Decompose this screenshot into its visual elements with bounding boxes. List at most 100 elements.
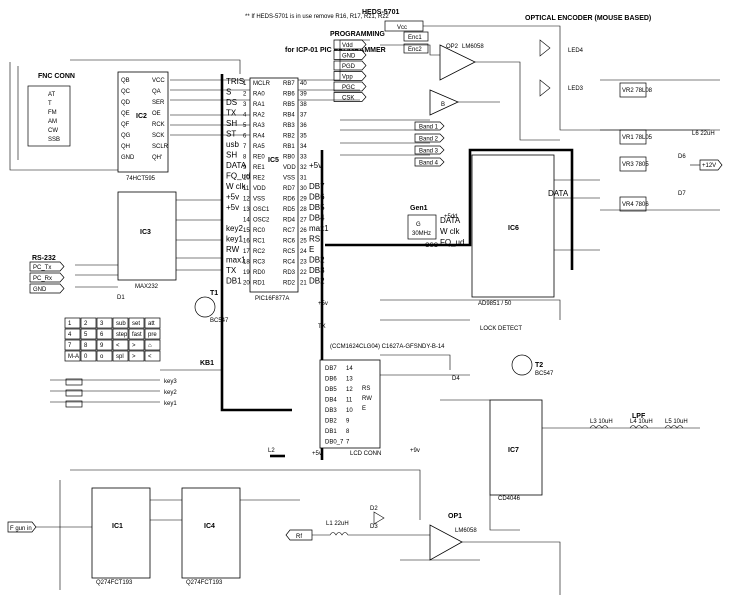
keypad-key[interactable] bbox=[80, 350, 97, 362]
key-resistor bbox=[65, 378, 83, 386]
keypad-key[interactable] bbox=[64, 350, 81, 362]
ic5-pic-chip: IC5 PIC16F877A MCLR1TRISRA02SRA13DSRA24T… bbox=[226, 77, 329, 302]
ic2-pin-label: QD bbox=[121, 100, 131, 106]
ic2-pin-label: QC bbox=[121, 89, 131, 95]
svg-text:W clk: W clk bbox=[440, 227, 461, 236]
svg-text:D1: D1 bbox=[117, 295, 125, 301]
pic-pin-name: RC6 bbox=[283, 239, 296, 245]
lcd-pin-label: DB3 bbox=[325, 408, 337, 414]
key-resistor bbox=[65, 389, 83, 397]
pic-left-signal: +5v bbox=[226, 193, 239, 202]
keypad-key[interactable] bbox=[80, 328, 97, 340]
keypad-key[interactable] bbox=[96, 328, 113, 340]
keypad-key[interactable] bbox=[112, 328, 129, 340]
keypad-key[interactable] bbox=[96, 339, 113, 351]
rs232-pin-label: PC_Rx bbox=[33, 276, 52, 282]
pic-pin-number: 13 bbox=[243, 207, 250, 213]
svg-text:LM6058: LM6058 bbox=[455, 528, 477, 534]
pic-pin-number: 17 bbox=[243, 249, 250, 255]
keypad-key[interactable] bbox=[128, 317, 145, 329]
pic-pin-name: RA1 bbox=[253, 102, 265, 108]
pic-pin-name: RE0 bbox=[253, 155, 265, 161]
svg-text:IC5: IC5 bbox=[268, 157, 279, 164]
key-line-label: key3 bbox=[164, 379, 177, 385]
bus-ic6 bbox=[325, 148, 574, 270]
prog-pin-label: GND bbox=[342, 54, 356, 60]
keypad-key[interactable] bbox=[80, 317, 97, 329]
rf-input: Rf L1 22uH bbox=[285, 521, 365, 541]
svg-text:IC7: IC7 bbox=[508, 447, 519, 454]
programming-title: PROGRAMMING bbox=[330, 31, 385, 38]
pic-left-signal: DB1 bbox=[226, 277, 242, 286]
ic4-chip: IC4 Q274FCT193 bbox=[181, 487, 241, 586]
pic-pin-number: 15 bbox=[243, 228, 250, 234]
pic-right-signal: DB7 bbox=[309, 182, 325, 191]
fnc-pin-label: SSB bbox=[48, 137, 60, 143]
keypad-key[interactable] bbox=[96, 350, 113, 362]
lcd-pin-number: 10 bbox=[346, 408, 353, 414]
key-resistor bbox=[65, 400, 83, 408]
pic-pin-name: RD0 bbox=[253, 270, 266, 276]
keypad-key[interactable] bbox=[144, 317, 161, 329]
ic2-chip: IC2 74HCT595 QBQCQDQEQFQGQHGNDVCCQASEROE… bbox=[117, 71, 169, 182]
encoder-pin-box bbox=[403, 31, 429, 42]
keypad-key-label: 4 bbox=[68, 332, 72, 338]
keypad-key[interactable] bbox=[144, 328, 161, 340]
keypad-key[interactable] bbox=[64, 317, 81, 329]
keypad-key[interactable] bbox=[128, 328, 145, 340]
ic6-dds-chip: IC6 AD9851 / 50 bbox=[471, 154, 555, 307]
pic-pin-number: 8 bbox=[243, 155, 247, 161]
lcd-pin-number: 12 bbox=[346, 387, 353, 393]
diode-d6: D6 bbox=[678, 154, 686, 160]
pic-pin-number: 24 bbox=[300, 249, 307, 255]
pic-pin-number: 20 bbox=[243, 281, 250, 287]
wiring bbox=[9, 25, 720, 595]
pic-right-signal: DB2 bbox=[309, 277, 325, 286]
keypad-key[interactable] bbox=[144, 350, 161, 362]
svg-text:D3: D3 bbox=[370, 524, 378, 530]
prog-pin-label: CSK bbox=[342, 96, 354, 102]
prog-pin-box bbox=[333, 71, 367, 81]
keypad-key[interactable] bbox=[112, 317, 129, 329]
pic-pin-number: 10 bbox=[243, 176, 250, 182]
svg-text:IC3: IC3 bbox=[140, 229, 151, 236]
pic-right-signal: DB5 bbox=[309, 203, 325, 212]
lcd-pin-label: DB7 bbox=[325, 366, 337, 372]
keypad-key-label: > bbox=[132, 343, 136, 349]
svg-text:DATA: DATA bbox=[548, 189, 569, 198]
pic-pin-number: 2 bbox=[243, 92, 247, 98]
keypad-key[interactable] bbox=[64, 339, 81, 351]
keypad-key[interactable] bbox=[128, 339, 145, 351]
pic-pin-name: VDD bbox=[283, 165, 296, 171]
pic-left-signal: W clk bbox=[226, 182, 247, 191]
pic-pin-name: RA0 bbox=[253, 92, 265, 98]
pic-pin-number: 35 bbox=[300, 134, 307, 140]
svg-text:D2: D2 bbox=[370, 506, 378, 512]
pic-pin-number: 4 bbox=[243, 113, 247, 119]
pic-pin-name: VDD bbox=[253, 186, 266, 192]
pic-pin-number: 32 bbox=[300, 165, 307, 171]
svg-text:(CCM1624CLG04) C1627A-GFSNDY-B: (CCM1624CLG04) C1627A-GFSNDY-B-14 bbox=[330, 344, 445, 350]
keypad-key[interactable] bbox=[128, 350, 145, 362]
key-line-label: key2 bbox=[164, 390, 177, 396]
pic-left-signal: SH bbox=[226, 119, 237, 128]
keypad-key[interactable] bbox=[112, 350, 129, 362]
op1-amplifier: OP1 LM6058 D2 D3 bbox=[370, 506, 477, 561]
keypad-key[interactable] bbox=[144, 339, 161, 351]
keypad-key-label: M-A bbox=[68, 354, 79, 360]
lcd-pin-label: DB6 bbox=[325, 377, 337, 383]
keypad-key[interactable] bbox=[80, 339, 97, 351]
keypad-key[interactable] bbox=[64, 328, 81, 340]
pic-pin-number: 5 bbox=[243, 123, 247, 129]
svg-text:T1: T1 bbox=[210, 290, 218, 297]
svg-text:Q274FCT193: Q274FCT193 bbox=[96, 580, 133, 586]
pic-pin-name: OSC2 bbox=[253, 218, 270, 224]
keypad-key[interactable] bbox=[96, 317, 113, 329]
band-box bbox=[414, 133, 445, 143]
keypad-key-label: 0 bbox=[84, 354, 88, 360]
ic2-pin-label: SCK bbox=[152, 133, 164, 139]
keypad-key[interactable] bbox=[112, 339, 129, 351]
svg-text:OP2: OP2 bbox=[446, 44, 459, 50]
keypad-key-label: 5 bbox=[84, 332, 88, 338]
